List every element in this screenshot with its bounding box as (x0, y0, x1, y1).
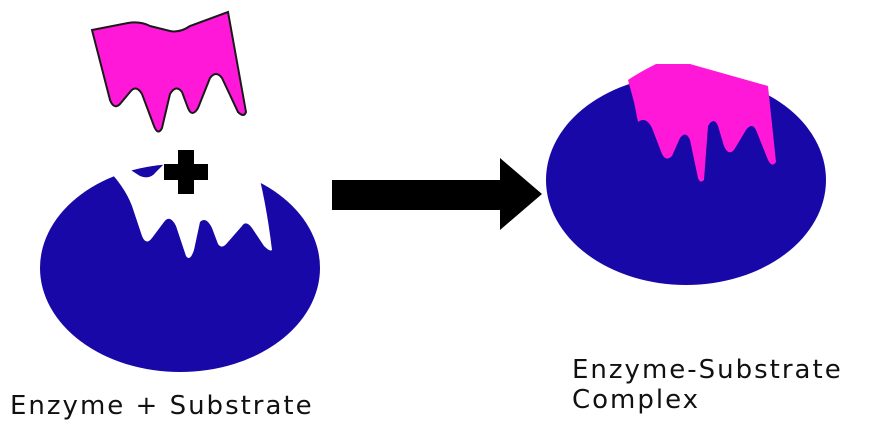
reactants-label: Enzyme + Substrate (10, 391, 314, 421)
right-arrow-icon (332, 158, 542, 230)
complex-label-line1: Enzyme-Substrate (572, 355, 843, 385)
enzyme-substrate-complex (546, 64, 826, 285)
complex-label-line2: Complex (572, 385, 843, 415)
substrate-unbound (92, 12, 246, 132)
complex-label: Enzyme-Substrate Complex (572, 355, 843, 415)
